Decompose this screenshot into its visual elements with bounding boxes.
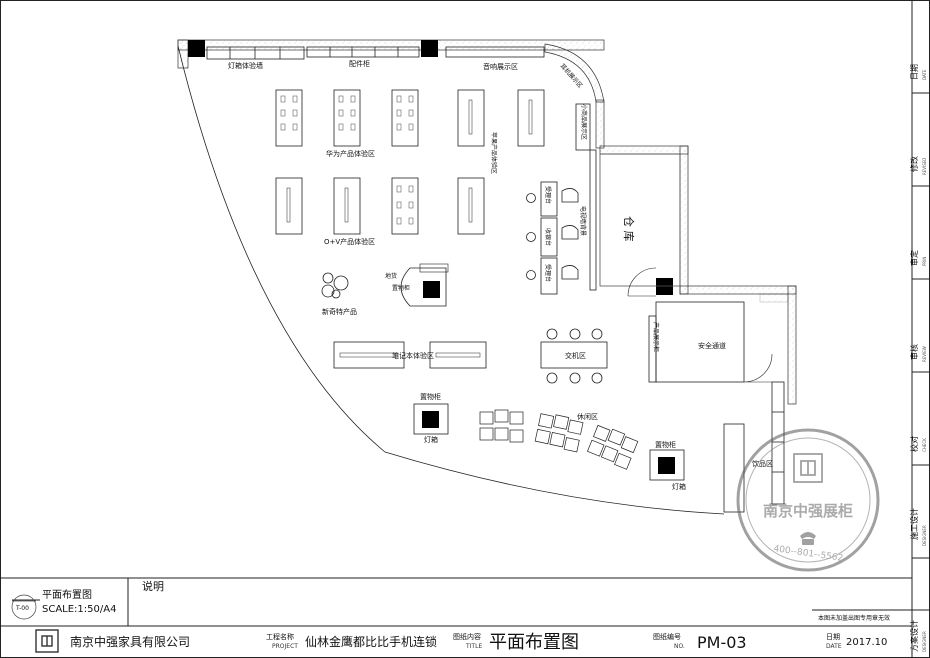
date-label: 日期 (826, 633, 840, 641)
label-ground: 地货 (385, 272, 397, 280)
side-sub-scheme: DESIGNER (922, 631, 927, 652)
label-novelty: 新奇特产品 (322, 307, 357, 316)
entrance-line (384, 451, 725, 515)
side-label-construction: 施工设计 (909, 508, 919, 540)
drink-counter (771, 381, 785, 505)
warehouse-door (627, 267, 657, 297)
label-storage-right: 置物柜 (655, 440, 676, 449)
drawing-name: 平面布置图 (42, 589, 92, 601)
stamp-company: 南京中强展柜 (763, 502, 853, 520)
side-label-approve: 审定 (909, 250, 919, 266)
notes-label: 说明 (142, 579, 164, 593)
side-label-date: 日期 (910, 64, 919, 80)
side-sub-review: REVIEW (922, 346, 927, 362)
title-block: T-00 平面布置图 SCALE:1:50/A4 说明 南京中强家具有限公司 工… (0, 577, 912, 653)
laptop-tables (333, 341, 487, 369)
columns (188, 40, 675, 474)
ov-tables (275, 177, 485, 235)
left-storage-cabinet (413, 403, 449, 435)
zone-labels: 灯箱体验墙 配件柜 音响展示区 耳机展示区 小商品展示区 华为产品体验区 苹果产… (228, 59, 773, 491)
project-name: 仙林金鹰都比比手机连锁 (305, 634, 437, 649)
side-label-scheme: 方案设计 (909, 620, 919, 652)
disclaimer: 本图未加盖出图专用章无效 (818, 614, 890, 622)
huawei-tables (275, 89, 419, 147)
side-label-review: 审核 (909, 344, 919, 360)
label-warehouse: 仓 库 (622, 216, 636, 242)
date-sub: DATE (826, 643, 842, 650)
label-video-wall: 电视墙背景 (579, 206, 587, 236)
content-sub: TITLE (465, 643, 482, 650)
floor-plan (177, 39, 797, 515)
label-lightbox-wall: 灯箱体验墙 (228, 61, 263, 70)
drawing-scale: SCALE:1:50/A4 (42, 604, 116, 615)
label-lounge: 休闲区 (577, 412, 598, 421)
number-sub: NO. (674, 643, 685, 650)
accessories-cabinet (306, 46, 420, 58)
warehouse-room (599, 153, 681, 287)
side-strip: 日期 DATE 修改 REVISED 审定 PRIN 审核 REVIEW 校对 … (909, 64, 930, 652)
project-sub: PROJECT (272, 643, 298, 650)
lounge-seating (479, 409, 639, 470)
video-wall (589, 149, 597, 291)
side-sub-revised: REVISED (922, 158, 927, 175)
novelty-display (321, 272, 349, 299)
label-storage-left: 置物柜 (420, 392, 441, 401)
label-drink: 饮品区 (752, 459, 773, 468)
label-lightbox-left: 灯箱 (424, 435, 438, 444)
drawing-code: T-00 (15, 605, 29, 612)
label-accessories: 配件柜 (349, 59, 370, 68)
label-safety: 安全通道 (698, 341, 726, 350)
company-stamp: 南京中强展柜 400--801--5562 (736, 428, 880, 572)
side-sub-check: CHECK (922, 438, 927, 452)
curved-facade (177, 45, 386, 453)
side-sub-date: DATE (922, 69, 927, 80)
stamp-phone: 400--801--5562 (773, 544, 844, 564)
drawing-number: PM-03 (697, 633, 747, 652)
content-name: 平面布置图 (489, 632, 579, 653)
label-ov: O+V产品体验区 (324, 237, 375, 246)
reception-counters (526, 181, 579, 295)
lightbox-wall (206, 46, 305, 60)
label-audio: 音响展示区 (483, 62, 518, 71)
content-label: 图纸内容 (453, 632, 481, 641)
side-label-check: 校对 (909, 436, 919, 452)
label-trade-in: 交机区 (565, 351, 586, 360)
stamp-phone-icon (800, 532, 816, 545)
drink-cabinet (723, 423, 745, 513)
label-lightbox-right: 灯箱 (672, 482, 686, 491)
drawing-code-badge (11, 594, 40, 620)
side-label-revised: 修改 (909, 156, 919, 172)
apple-tables (457, 89, 545, 147)
side-sub-construction: DESIGNER (922, 525, 927, 546)
label-laptop: 笔记本体验区 (392, 351, 434, 360)
stamp-logo-icon (793, 453, 823, 483)
label-huawei: 华为产品体验区 (326, 149, 375, 158)
company-name: 南京中强家具有限公司 (70, 634, 190, 649)
label-small-goods: 小商品展示区 (580, 104, 588, 140)
label-reception-top: 受理台 (544, 186, 552, 204)
label-product-display: 产品展示柜 (652, 322, 660, 352)
center-display (400, 263, 449, 307)
label-apple: 苹果产品体验区 (490, 132, 498, 174)
audio-display-unit (445, 46, 545, 58)
label-reception-bottom: 受理台 (544, 264, 552, 282)
label-storage-center: 置物柜 (392, 284, 410, 292)
right-storage-cabinet (649, 449, 685, 481)
trade-in-table (540, 328, 608, 384)
company-logo-icon (35, 629, 59, 653)
small-goods-cabinet (575, 103, 591, 151)
date-value: 2017.10 (846, 637, 887, 648)
product-display-cabinet (648, 315, 657, 383)
label-cashier: 收银台 (544, 228, 552, 246)
side-sub-approve: PRIN (922, 257, 927, 266)
number-label: 图纸编号 (653, 632, 681, 641)
project-label: 工程名称 (266, 632, 294, 641)
